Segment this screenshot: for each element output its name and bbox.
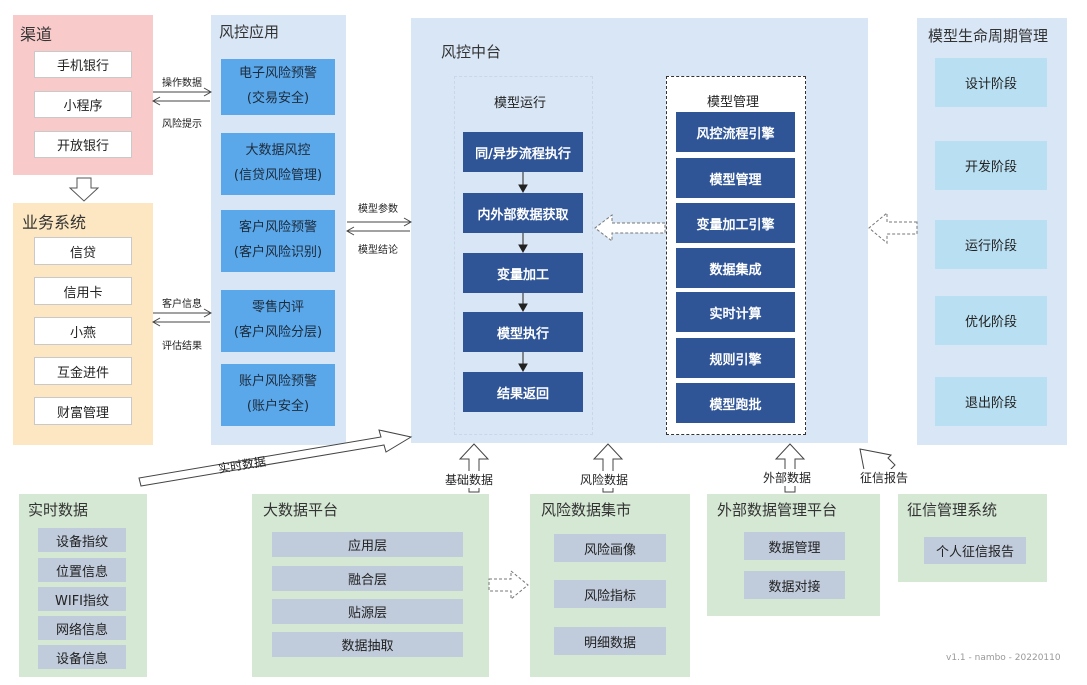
model-mgmt-item: 数据集成 bbox=[676, 248, 795, 288]
lifecycle-item: 运行阶段 bbox=[935, 220, 1047, 269]
label-risk-data: 风险数据 bbox=[580, 471, 629, 488]
risk-app-item: 客户风险预警 (客户风险识别) bbox=[221, 210, 335, 272]
model-mgmt-item: 风控流程引擎 bbox=[676, 112, 795, 152]
risk-app-item-line2: (账户安全) bbox=[246, 399, 310, 414]
model-mgmt-item: 实时计算 bbox=[676, 292, 795, 332]
riskmart-item: 风险画像 bbox=[554, 534, 666, 562]
lifecycle-item: 开发阶段 bbox=[935, 141, 1047, 190]
bigdata-item: 融合层 bbox=[272, 566, 463, 591]
business-title: 业务系统 bbox=[22, 213, 87, 232]
realtime-item: 位置信息 bbox=[38, 558, 126, 582]
lifecycle-item: 设计阶段 bbox=[935, 58, 1047, 107]
credit-title: 征信管理系统 bbox=[907, 501, 998, 519]
business-item: 互金进件 bbox=[34, 357, 132, 385]
realtime-item: 设备指纹 bbox=[38, 528, 126, 552]
realtime-title: 实时数据 bbox=[28, 501, 89, 519]
model-run-step: 模型执行 bbox=[463, 312, 583, 352]
model-run-step: 变量加工 bbox=[463, 253, 583, 293]
external-item: 数据对接 bbox=[744, 571, 845, 599]
risk-app-item: 零售内评 (客户风险分层) bbox=[221, 290, 335, 352]
realtime-item: 网络信息 bbox=[38, 616, 126, 640]
model-run-title: 模型运行 bbox=[494, 96, 547, 111]
center-title: 风控中台 bbox=[441, 43, 502, 61]
label-model-result: 模型结论 bbox=[358, 245, 398, 256]
bigdata-item: 应用层 bbox=[272, 532, 463, 557]
realtime-item: WIFI指纹 bbox=[38, 587, 126, 611]
risk-app-item-line1: 客户风险预警 bbox=[238, 220, 317, 236]
external-title: 外部数据管理平台 bbox=[717, 501, 838, 519]
business-item: 小燕 bbox=[34, 317, 132, 345]
bigdata-title: 大数据平台 bbox=[263, 501, 339, 519]
label-eval-result: 评估结果 bbox=[162, 341, 202, 352]
bigdata-item: 数据抽取 bbox=[272, 632, 463, 657]
risk-app-item: 大数据风控 (信贷风险管理) bbox=[221, 133, 335, 195]
lifecycle-title: 模型生命周期管理 bbox=[928, 27, 1049, 45]
model-mgmt-item: 变量加工引擎 bbox=[676, 203, 795, 243]
business-item: 财富管理 bbox=[34, 397, 132, 425]
business-item: 信贷 bbox=[34, 237, 132, 265]
model-mgmt-title: 模型管理 bbox=[707, 95, 760, 110]
label-ext-data: 外部数据 bbox=[763, 469, 812, 486]
model-mgmt-item: 规则引擎 bbox=[676, 338, 795, 378]
risk-app-item-line2: (交易安全) bbox=[246, 91, 310, 106]
risk-app-item: 电子风险预警 (交易安全) bbox=[221, 59, 335, 115]
risk-app-item-line2: (客户风险识别) bbox=[233, 245, 323, 260]
footer-version: v1.1 - nambo - 20220110 bbox=[946, 653, 1061, 663]
channel-item: 开放银行 bbox=[34, 131, 132, 158]
riskmart-title: 风险数据集市 bbox=[541, 501, 632, 519]
model-run-step: 结果返回 bbox=[463, 372, 583, 412]
channels-title: 渠道 bbox=[20, 25, 53, 44]
lifecycle-item: 退出阶段 bbox=[935, 377, 1047, 426]
risk-app-item-line1: 账户风险预警 bbox=[238, 374, 317, 390]
riskmart-item: 风险指标 bbox=[554, 580, 666, 608]
model-mgmt-item: 模型管理 bbox=[676, 158, 795, 198]
label-risk-hint: 风险提示 bbox=[162, 119, 202, 130]
risk-app-item-line2: (信贷风险管理) bbox=[233, 168, 323, 183]
risk-app-item-line1: 大数据风控 bbox=[245, 143, 311, 159]
business-item: 信用卡 bbox=[34, 277, 132, 305]
risk-app-item-line1: 零售内评 bbox=[251, 300, 304, 316]
bigdata-item: 贴源层 bbox=[272, 599, 463, 624]
credit-item: 个人征信报告 bbox=[924, 537, 1026, 564]
risk-app-title: 风控应用 bbox=[219, 23, 280, 41]
channel-item: 小程序 bbox=[34, 91, 132, 118]
model-mgmt-item: 模型跑批 bbox=[676, 383, 795, 423]
label-op-data: 操作数据 bbox=[162, 78, 202, 89]
realtime-item: 设备信息 bbox=[38, 645, 126, 669]
label-credit-report: 征信报告 bbox=[860, 469, 909, 486]
risk-app-item: 账户风险预警 (账户安全) bbox=[221, 364, 335, 426]
label-base-data: 基础数据 bbox=[445, 471, 494, 488]
label-realtime-data: 实时数据 bbox=[217, 454, 267, 476]
external-item: 数据管理 bbox=[744, 532, 845, 560]
arrow-lifecycle-to-center bbox=[868, 211, 918, 245]
riskmart-item: 明细数据 bbox=[554, 627, 666, 655]
model-run-step: 内外部数据获取 bbox=[463, 193, 583, 233]
label-cust-info: 客户信息 bbox=[162, 299, 202, 310]
arrow-channels-to-business bbox=[68, 177, 100, 202]
lifecycle-item: 优化阶段 bbox=[935, 296, 1047, 345]
model-run-step: 同/异步流程执行 bbox=[463, 132, 583, 172]
label-model-param: 模型参数 bbox=[358, 204, 398, 215]
arrow-bigdata-to-riskmart bbox=[488, 569, 529, 601]
model-run-container bbox=[454, 76, 593, 435]
risk-app-item-line1: 电子风险预警 bbox=[238, 66, 317, 82]
channel-item: 手机银行 bbox=[34, 51, 132, 78]
risk-app-item-line2: (客户风险分层) bbox=[233, 325, 323, 340]
